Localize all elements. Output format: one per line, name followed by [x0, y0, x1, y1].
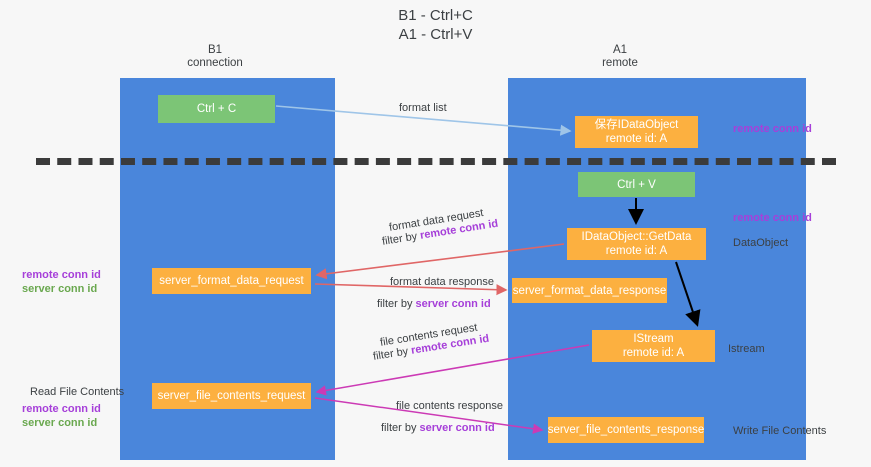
- arrow-format-data-request: [315, 243, 565, 280]
- arrow-format-list: [275, 105, 572, 136]
- box-istream-line2: remote id: A: [622, 347, 685, 359]
- note-left-conn-ids-bottom: remote conn id server conn id: [22, 402, 101, 430]
- note-right-istream: Istream: [728, 343, 765, 355]
- box-server-format-data-response[interactable]: server_format_data_response: [512, 278, 667, 303]
- edge-label-format-data-response: format data response: [390, 276, 494, 288]
- note-left-remote-conn-id-2: remote conn id: [22, 403, 101, 415]
- box-server-file-contents-response-label: server_file_contents_response: [547, 424, 705, 436]
- edge-label-format-list: format list: [399, 102, 447, 114]
- title-line-2: A1 - Ctrl+V: [398, 26, 473, 43]
- arrow-format-data-response: [314, 283, 508, 296]
- note-right-dataobject: DataObject: [733, 237, 789, 249]
- box-ctrl-c[interactable]: Ctrl + C: [158, 95, 275, 123]
- note-right-write-file-contents: Write File Contents: [733, 425, 827, 437]
- box-save-idataobject[interactable]: 保存IDataObject remote id: A: [575, 116, 698, 148]
- column-header-a1-name: A1: [612, 44, 628, 56]
- note-left-read-file-contents: Read File Contents: [30, 386, 125, 398]
- box-ctrl-v[interactable]: Ctrl + V: [578, 172, 695, 197]
- box-server-format-data-request[interactable]: server_format_data_request: [152, 268, 311, 294]
- note-right-remote-conn-id-top: remote conn id: [733, 123, 812, 135]
- box-server-file-contents-request-label: server_file_contents_request: [157, 390, 306, 402]
- box-istream-line1: IStream: [633, 333, 674, 345]
- box-idataobject-getdata[interactable]: IDataObject::GetData remote id: A: [567, 228, 706, 260]
- box-server-file-contents-response[interactable]: server_file_contents_response: [548, 417, 704, 443]
- note-left-server-conn-id: server conn id: [22, 283, 98, 295]
- note-left-remote-conn-id: remote conn id: [22, 269, 101, 281]
- filter-prefix: filter by: [377, 298, 416, 310]
- box-idataobject-getdata-line2: remote id: A: [605, 245, 668, 257]
- box-ctrl-c-label: Ctrl + C: [196, 103, 237, 115]
- section-divider: [36, 158, 836, 165]
- column-header-b1-name: B1: [207, 44, 223, 56]
- edge-label-format-data-response-filter: filter by server conn id: [377, 297, 491, 311]
- box-ctrl-v-label: Ctrl + V: [617, 178, 656, 191]
- column-header-b1: B1 connection: [145, 44, 285, 70]
- note-left-conn-ids-top: remote conn id server conn id: [22, 268, 101, 296]
- box-save-idataobject-line1: 保存IDataObject: [594, 119, 679, 131]
- edge-label-file-contents-response: file contents response: [396, 400, 504, 412]
- filter-key-server-conn-id: server conn id: [415, 298, 491, 310]
- page-title: B1 - Ctrl+C A1 - Ctrl+V: [0, 6, 871, 44]
- box-server-format-data-response-label: server_format_data_response: [512, 284, 667, 297]
- box-server-file-contents-request[interactable]: server_file_contents_request: [152, 383, 311, 409]
- box-istream[interactable]: IStream remote id: A: [592, 330, 715, 362]
- box-save-idataobject-line2: remote id: A: [605, 133, 668, 145]
- arrow-file-contents-response: [314, 397, 544, 434]
- column-header-b1-role: connection: [187, 57, 243, 69]
- title-line-1: B1 - Ctrl+C: [398, 7, 473, 24]
- note-left-server-conn-id-2: server conn id: [22, 417, 98, 429]
- filter-prefix: filter by: [381, 422, 420, 434]
- arrow-file-contents-request: [315, 344, 590, 396]
- column-header-a1: A1 remote: [540, 44, 700, 70]
- box-server-format-data-request-label: server_format_data_request: [159, 275, 304, 287]
- edge-label-file-contents-response-filter: filter by server conn id: [381, 421, 495, 435]
- column-header-a1-role: remote: [602, 57, 638, 69]
- note-right-remote-conn-id-mid: remote conn id: [733, 212, 812, 224]
- filter-key-server-conn-id: server conn id: [419, 422, 495, 434]
- arrow-getdata-to-istream: [675, 261, 701, 327]
- box-idataobject-getdata-line1: IDataObject::GetData: [581, 231, 692, 243]
